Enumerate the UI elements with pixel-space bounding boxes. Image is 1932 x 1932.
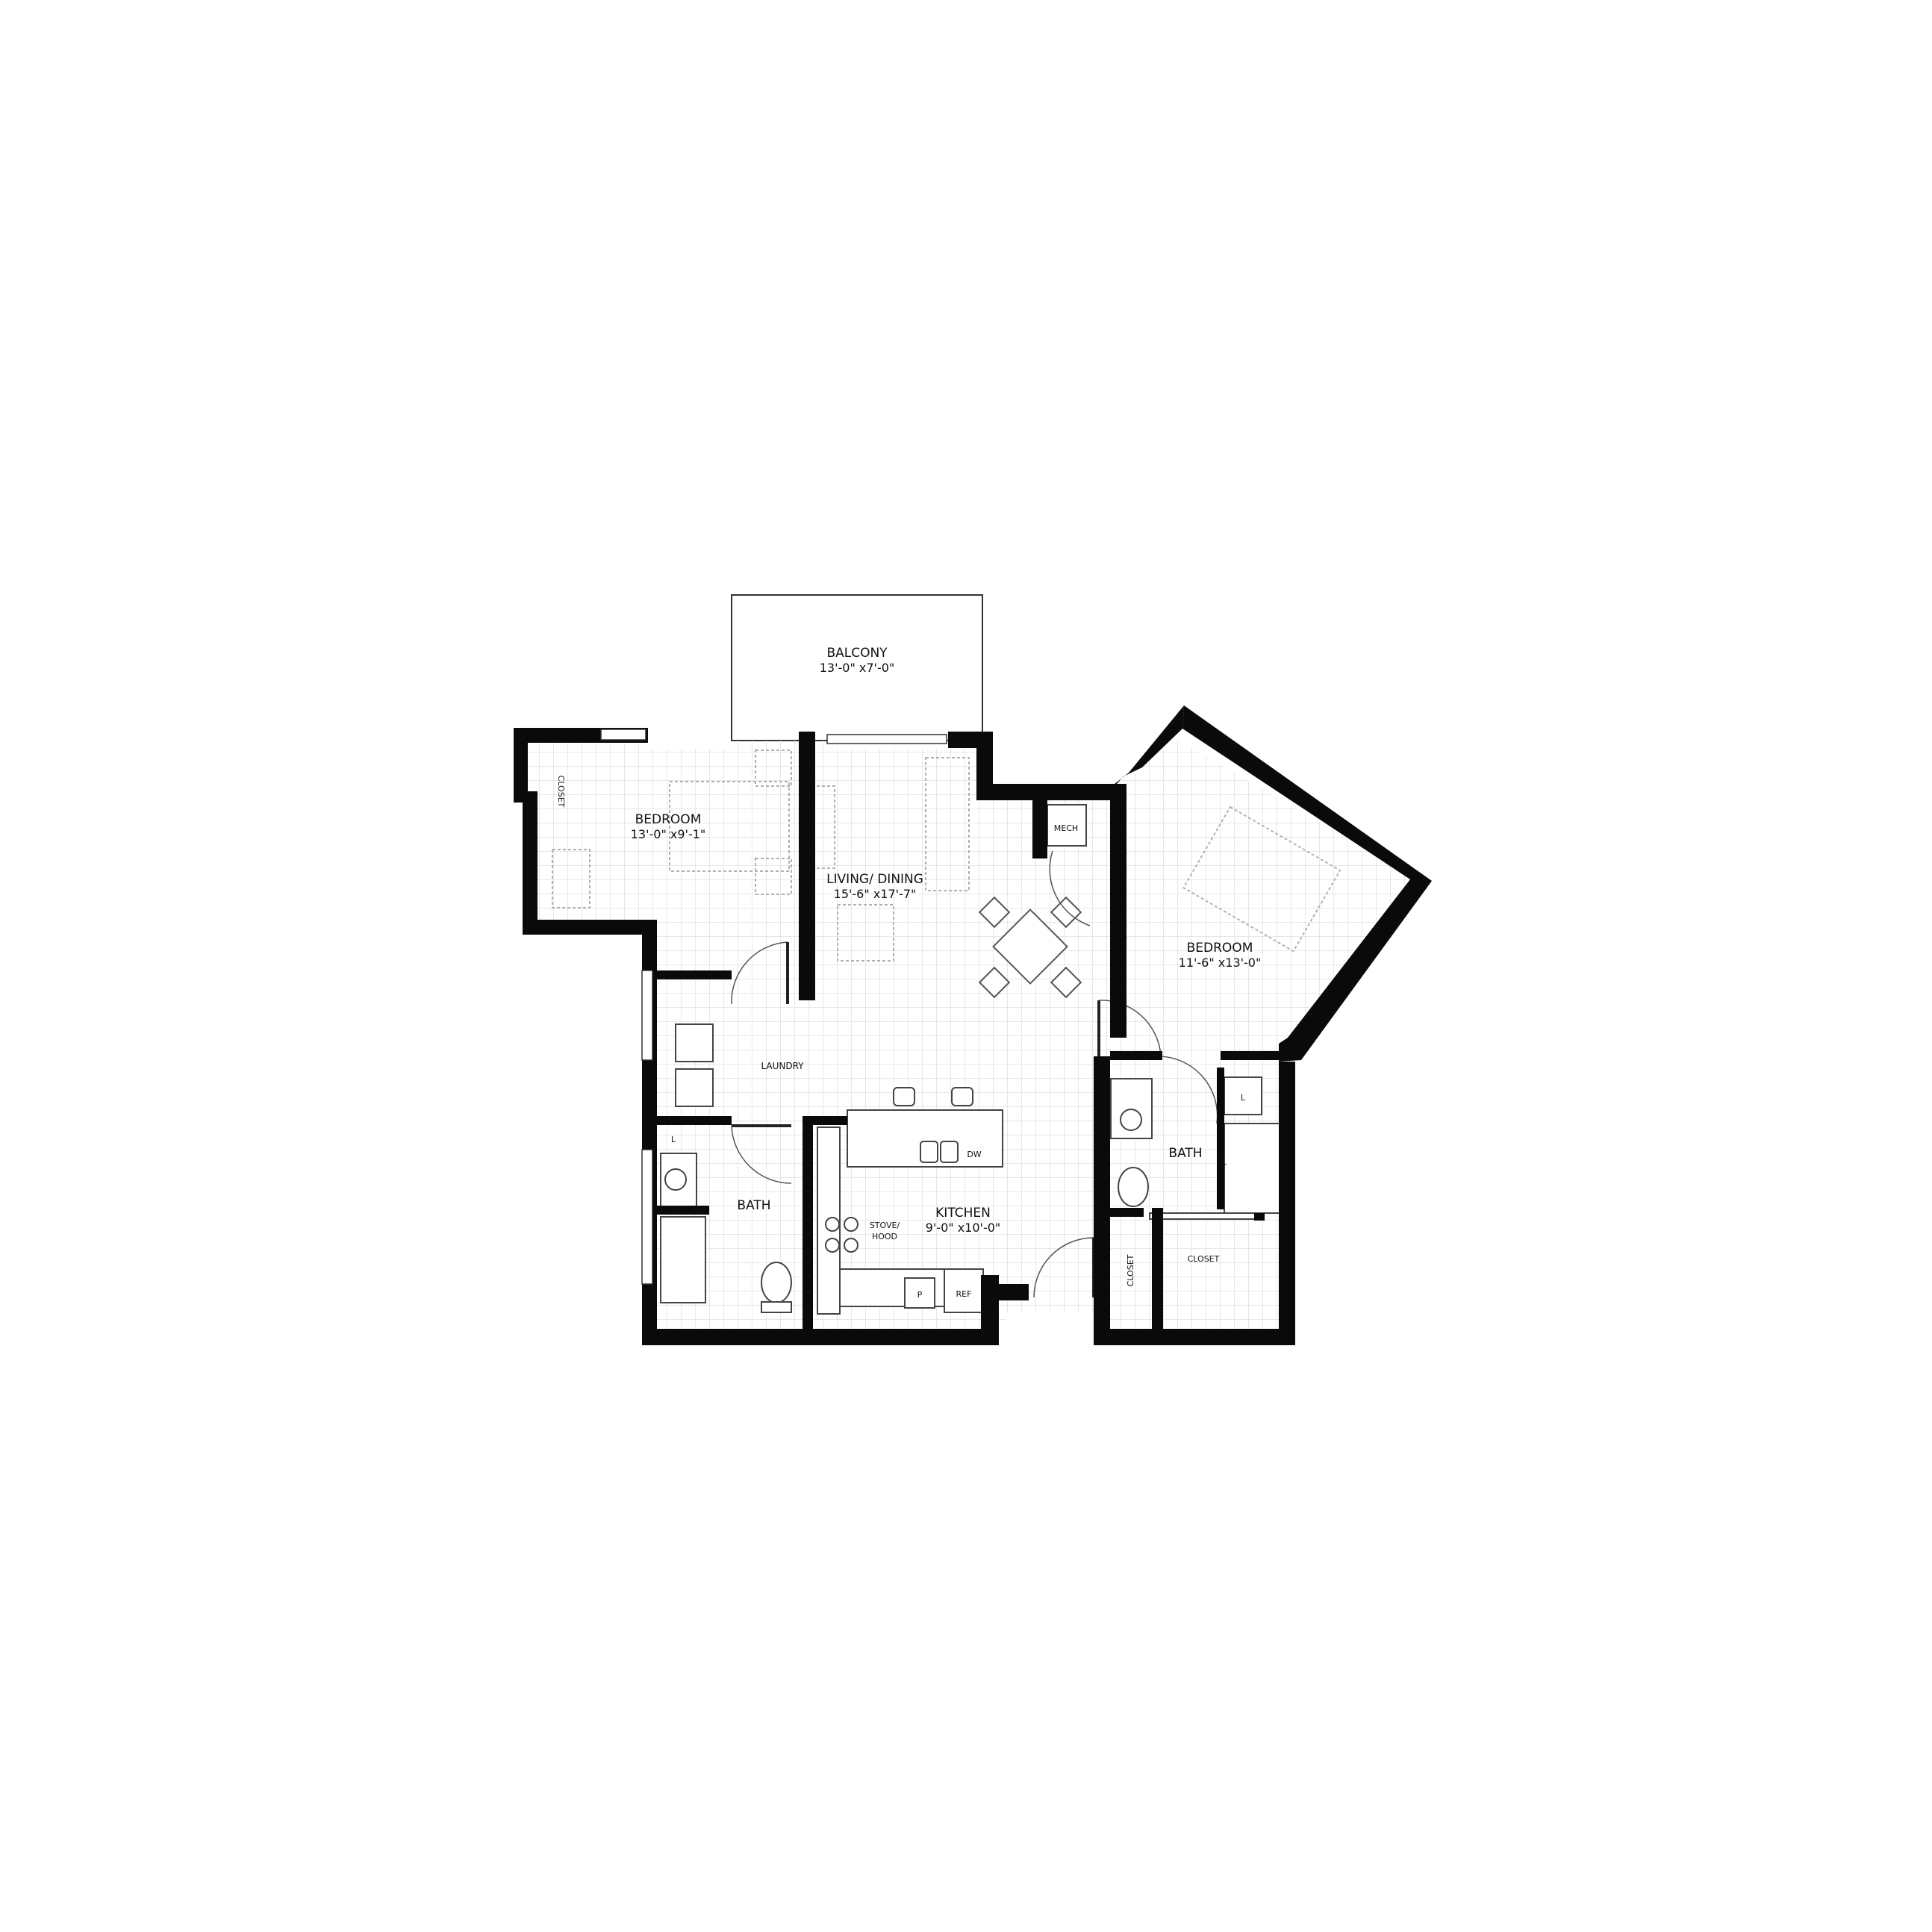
windows [600, 729, 947, 1285]
burner [825, 1238, 840, 1253]
burner [844, 1217, 859, 1232]
bedroom-right-dims: 11'-6" x13'-0" [1179, 956, 1262, 970]
bath-right-label: BATH [1168, 1146, 1202, 1161]
mech-unit [1047, 804, 1087, 847]
balcony-label: BALCONY [826, 646, 888, 661]
closet-right-label: CLOSET [1188, 1254, 1220, 1264]
toilet-tank-left [761, 1301, 792, 1313]
toilet-left [761, 1262, 792, 1303]
burner [825, 1217, 840, 1232]
closet-shelf-right [1149, 1212, 1259, 1220]
window [826, 734, 947, 744]
linen-right-label: L [1241, 1093, 1246, 1103]
bedroom-left-dims: 13'-0" x9'-1" [631, 827, 706, 841]
bed-left [669, 781, 790, 872]
shower-left [660, 1216, 706, 1303]
dining-chair [1050, 966, 1082, 999]
fixtures [660, 804, 1285, 1315]
sink-right [1120, 1109, 1142, 1131]
hood-label: HOOD [872, 1232, 897, 1241]
closet-left-label: CLOSET [556, 776, 566, 808]
nightstand-left-a [755, 750, 792, 787]
bedroom-left-label: BEDROOM [635, 812, 702, 827]
dining-chair [978, 966, 1011, 999]
mech-label: MECH [1054, 823, 1078, 833]
window [641, 1149, 653, 1285]
dw-label: DW [967, 1150, 981, 1159]
furniture [552, 750, 1342, 962]
door-swing [731, 941, 788, 1005]
dresser-left [552, 849, 590, 909]
living-dims: 15'-6" x17'-7" [834, 887, 917, 901]
dining-chair [978, 896, 1011, 929]
pantry-label: P [917, 1290, 923, 1300]
pantry [904, 1277, 935, 1309]
bath-left-label: BATH [737, 1198, 770, 1213]
linen-left-label: L [671, 1135, 676, 1144]
bar-stool [951, 1087, 973, 1106]
door-swing [1049, 850, 1091, 926]
shower-right [1224, 1123, 1285, 1214]
window [600, 729, 646, 741]
closet-mid-label: CLOSET [1126, 1254, 1135, 1286]
linen-right-label-b: L [1222, 1157, 1227, 1167]
bedroom-right-label: BEDROOM [1187, 941, 1253, 956]
kitchen-dims: 9'-0" x10'-0" [926, 1221, 1001, 1235]
dryer [675, 1068, 714, 1107]
bed-right [1182, 805, 1342, 953]
ref-label: REF [956, 1289, 972, 1299]
bar-stool [893, 1087, 915, 1106]
dining-set [978, 896, 1082, 999]
linen-right [1224, 1076, 1262, 1115]
sink-basin [920, 1141, 938, 1163]
kitchen-label: KITCHEN [935, 1206, 991, 1221]
laundry-label: LAUNDRY [761, 1061, 804, 1071]
dining-table [992, 909, 1068, 985]
balcony-dims: 13'-0" x7'-0" [820, 661, 895, 675]
door-swing [731, 1125, 792, 1184]
nightstand-left-b [755, 858, 792, 895]
dining-chair [1050, 896, 1082, 929]
sofa [925, 757, 970, 891]
burner [844, 1238, 859, 1253]
washer [675, 1023, 714, 1062]
sink-left [664, 1168, 687, 1191]
living-label: LIVING/ DINING [826, 872, 923, 887]
sink-basin [940, 1141, 959, 1163]
balcony-outline [731, 594, 983, 741]
toilet-right [1118, 1167, 1149, 1207]
room-labels: BALCONY 13'-0" x7'-0" BEDROOM 13'-0" x9'… [556, 646, 1261, 1300]
armchair [837, 904, 894, 962]
window [641, 970, 653, 1061]
door-swing [1033, 1237, 1094, 1298]
stove-label: STOVE/ [870, 1221, 900, 1230]
